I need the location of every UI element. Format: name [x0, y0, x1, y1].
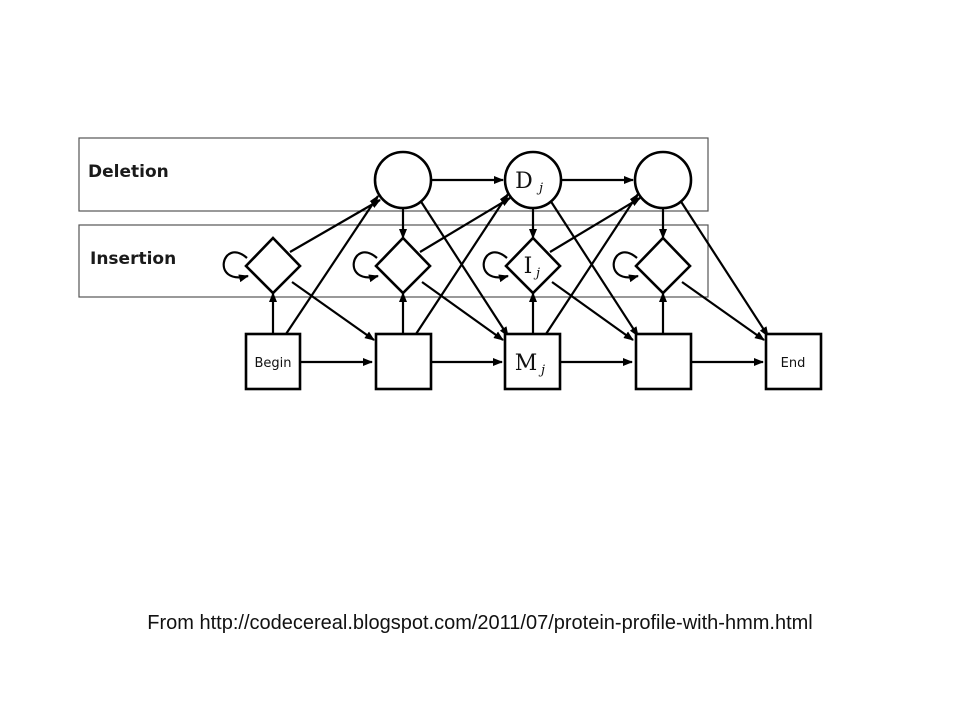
match-states — [244, 332, 823, 391]
end-state — [764, 332, 823, 391]
insert-symbol: I — [524, 254, 533, 279]
edge-i2-m3 — [551, 281, 634, 341]
edge-d1-m2 — [419, 199, 509, 337]
edge-i0-m1 — [291, 281, 375, 341]
begin-state — [244, 332, 302, 391]
delete-state-2 — [503, 150, 563, 210]
insert-state-0 — [244, 236, 302, 295]
transition-edges — [222, 176, 769, 366]
edge-i2-d3 — [549, 197, 641, 253]
edge-i1-m2 — [421, 281, 504, 341]
self-loop-i1 — [352, 251, 379, 283]
edge-i3-end — [681, 281, 765, 341]
insert-state-1 — [374, 236, 432, 295]
match-state-3 — [634, 332, 693, 391]
delete-state-3 — [633, 150, 693, 210]
deletion-label: Deletion — [88, 162, 169, 182]
edge-d3-end — [679, 199, 769, 337]
self-loop-i0 — [222, 251, 249, 283]
delete-state-1 — [373, 150, 433, 210]
match-state-1 — [374, 332, 433, 391]
end-label: End — [781, 356, 806, 371]
edge-d2-m3 — [549, 199, 639, 337]
match-index: j — [538, 363, 545, 378]
deletion-band — [78, 137, 709, 212]
insertion-band — [78, 224, 709, 298]
insert-index: j — [533, 266, 540, 281]
delete-symbol: D — [515, 169, 533, 194]
insertion-label: Insertion — [90, 249, 176, 269]
edge-i0-d1 — [289, 199, 381, 253]
insert-state-2 — [504, 236, 562, 295]
insert-states — [244, 236, 692, 295]
match-state-2 — [503, 332, 562, 391]
insert-state-3 — [634, 236, 692, 295]
self-loop-i2 — [482, 251, 509, 283]
source-caption: From http://codecereal.blogspot.com/2011… — [147, 612, 813, 634]
delete-index: j — [536, 181, 543, 196]
delete-states — [373, 150, 693, 210]
edge-i1-d2 — [419, 197, 511, 253]
match-symbol: M — [515, 351, 538, 376]
begin-label: Begin — [254, 356, 291, 371]
self-loop-i3 — [612, 251, 639, 283]
edge-begin-d1 — [285, 195, 379, 335]
